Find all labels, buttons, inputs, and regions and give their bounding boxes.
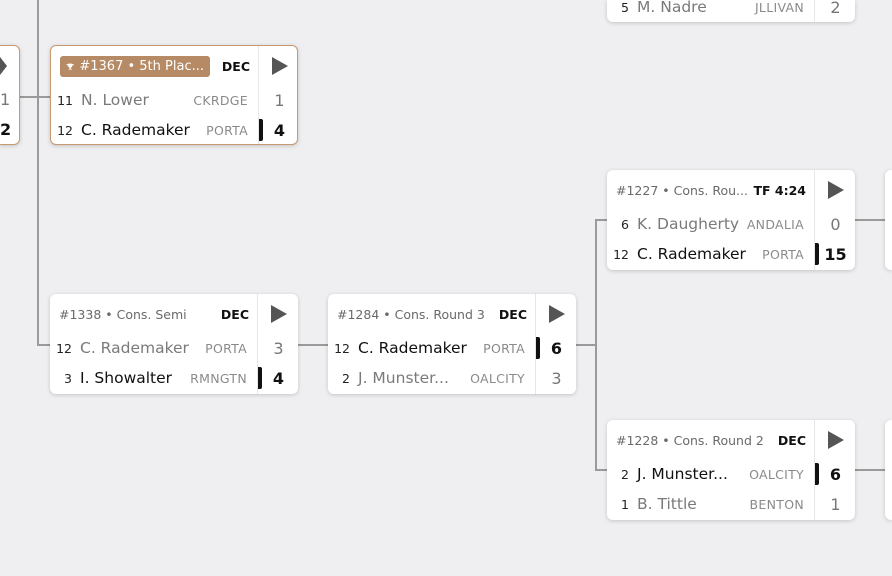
bracket-connector xyxy=(37,0,39,346)
bracket-connector xyxy=(595,219,597,471)
wrestler-name: N. Lower xyxy=(81,91,149,109)
bracket-connector xyxy=(855,469,885,471)
wrestler-row: 2 J. Munster... OALCITY xyxy=(607,461,814,487)
wrestler-row: 12 C. Rademaker PORTA xyxy=(51,117,258,143)
seed: 2 xyxy=(342,370,350,386)
match-title: #1284 • Cons. Round 3 xyxy=(337,306,485,322)
team: RMNGTN xyxy=(190,370,247,386)
match-header: #1367 • 5th Plac... DEC xyxy=(60,54,250,78)
score: 6 xyxy=(815,461,856,487)
match-title: #1338 • Cons. Semi xyxy=(59,306,187,322)
play-icon[interactable] xyxy=(0,57,7,75)
bracket-connector xyxy=(576,344,597,346)
match-card[interactable]: #1367 • 5th Plac... DEC 11 N. Lower CKRDG… xyxy=(50,45,298,145)
seed: 1 xyxy=(621,496,629,512)
score: 1 xyxy=(0,89,11,109)
score: 4 xyxy=(259,117,300,143)
bracket-connector xyxy=(855,219,885,221)
play-icon[interactable] xyxy=(828,431,844,449)
match-result: TF 4:24 xyxy=(753,182,806,198)
play-icon[interactable] xyxy=(828,181,844,199)
team: PORTA xyxy=(205,340,247,356)
score: 2 xyxy=(830,0,841,17)
match-card-partial-right[interactable] xyxy=(885,420,892,520)
trophy-icon xyxy=(66,63,74,70)
score: 4 xyxy=(258,365,299,391)
seed: 11 xyxy=(57,92,73,108)
score: 6 xyxy=(536,335,577,361)
match-card[interactable]: #1338 • Cons. Semi DEC 12 C. Rademaker PO… xyxy=(50,294,298,394)
team: JLLIVAN xyxy=(754,0,804,15)
play-icon[interactable] xyxy=(549,305,565,323)
wrestler-name: C. Rademaker xyxy=(81,121,190,139)
score: 1 xyxy=(274,90,285,110)
match-title: #1228 • Cons. Round 2 xyxy=(616,432,764,448)
team: PORTA xyxy=(483,340,525,356)
score: 3 xyxy=(273,338,284,358)
title-badge: #1367 • 5th Plac... xyxy=(60,55,210,77)
bracket-connector xyxy=(595,219,607,221)
score: 0 xyxy=(830,214,841,234)
match-card-partial-left[interactable]: 1 2 xyxy=(0,45,20,145)
bracket-connector xyxy=(298,344,328,346)
play-icon[interactable] xyxy=(271,305,287,323)
match-header: #1338 • Cons. Semi DEC xyxy=(59,302,249,326)
wrestler-row: 2 J. Munster... OALCITY xyxy=(328,365,535,391)
wrestler-row: 12 C. Rademaker PORTA xyxy=(328,335,535,361)
wrestler-row: 11 N. Lower CKRDGE xyxy=(51,87,258,113)
score: 1 xyxy=(830,494,841,514)
wrestler-name: B. Tittle xyxy=(637,495,697,513)
match-result: DEC xyxy=(498,306,527,322)
wrestler-name: I. Showalter xyxy=(80,369,173,387)
seed: 6 xyxy=(621,216,629,232)
score: 15 xyxy=(815,241,856,267)
match-result: DEC xyxy=(220,306,249,322)
match-header: #1284 • Cons. Round 3 DEC xyxy=(337,302,527,326)
bracket-connector xyxy=(20,96,50,98)
wrestler-row: 12 C. Rademaker PORTA xyxy=(50,335,257,361)
seed: 12 xyxy=(56,340,72,356)
match-title: #1227 • Cons. Rou... xyxy=(616,182,748,198)
wrestler-name: J. Munster... xyxy=(358,369,449,387)
wrestler-name: M. Nadre xyxy=(637,0,707,16)
match-card[interactable]: #1227 • Cons. Rou... TF 4:24 6 K. Daugher… xyxy=(607,170,855,270)
match-card-partial-top[interactable]: 5 M. Nadre JLLIVAN 2 xyxy=(607,0,855,22)
wrestler-name: J. Munster... xyxy=(637,465,728,483)
wrestler-row: 6 K. Daugherty ANDALIA xyxy=(607,211,814,237)
seed: 12 xyxy=(57,122,73,138)
match-result: DEC xyxy=(777,432,806,448)
bracket-connector xyxy=(595,469,607,471)
wrestler-row: 3 I. Showalter RMNGTN xyxy=(50,365,257,391)
seed: 12 xyxy=(613,246,629,262)
bracket-connector xyxy=(37,344,50,346)
match-title: #1367 • 5th Plac... xyxy=(79,58,204,74)
match-result: DEC xyxy=(221,58,250,74)
wrestler-name: K. Daugherty xyxy=(637,215,740,233)
wrestler-name: C. Rademaker xyxy=(637,245,746,263)
score: 2 xyxy=(0,119,12,139)
team: CKRDGE xyxy=(193,92,248,108)
wrestler-name: C. Rademaker xyxy=(80,339,189,357)
seed: 3 xyxy=(64,370,72,386)
match-card-partial-right[interactable] xyxy=(885,170,892,270)
team: OALCITY xyxy=(749,466,804,482)
score: 3 xyxy=(551,368,562,388)
team: PORTA xyxy=(762,246,804,262)
play-icon[interactable] xyxy=(272,57,288,75)
match-header: #1227 • Cons. Rou... TF 4:24 xyxy=(616,178,806,202)
wrestler-row: 1 B. Tittle BENTON xyxy=(607,491,814,517)
wrestler-row: 12 C. Rademaker PORTA xyxy=(607,241,814,267)
match-header: #1228 • Cons. Round 2 DEC xyxy=(616,428,806,452)
match-card[interactable]: #1228 • Cons. Round 2 DEC 2 J. Munster...… xyxy=(607,420,855,520)
team: ANDALIA xyxy=(746,216,804,232)
seed: 2 xyxy=(621,466,629,482)
seed: 5 xyxy=(621,0,629,15)
wrestler-name: C. Rademaker xyxy=(358,339,467,357)
seed: 12 xyxy=(334,340,350,356)
team: OALCITY xyxy=(470,370,525,386)
match-card[interactable]: #1284 • Cons. Round 3 DEC 12 C. Rademaker… xyxy=(328,294,576,394)
team: PORTA xyxy=(206,122,248,138)
wrestler-row: 5 M. Nadre JLLIVAN xyxy=(607,0,814,20)
team: BENTON xyxy=(749,496,804,512)
